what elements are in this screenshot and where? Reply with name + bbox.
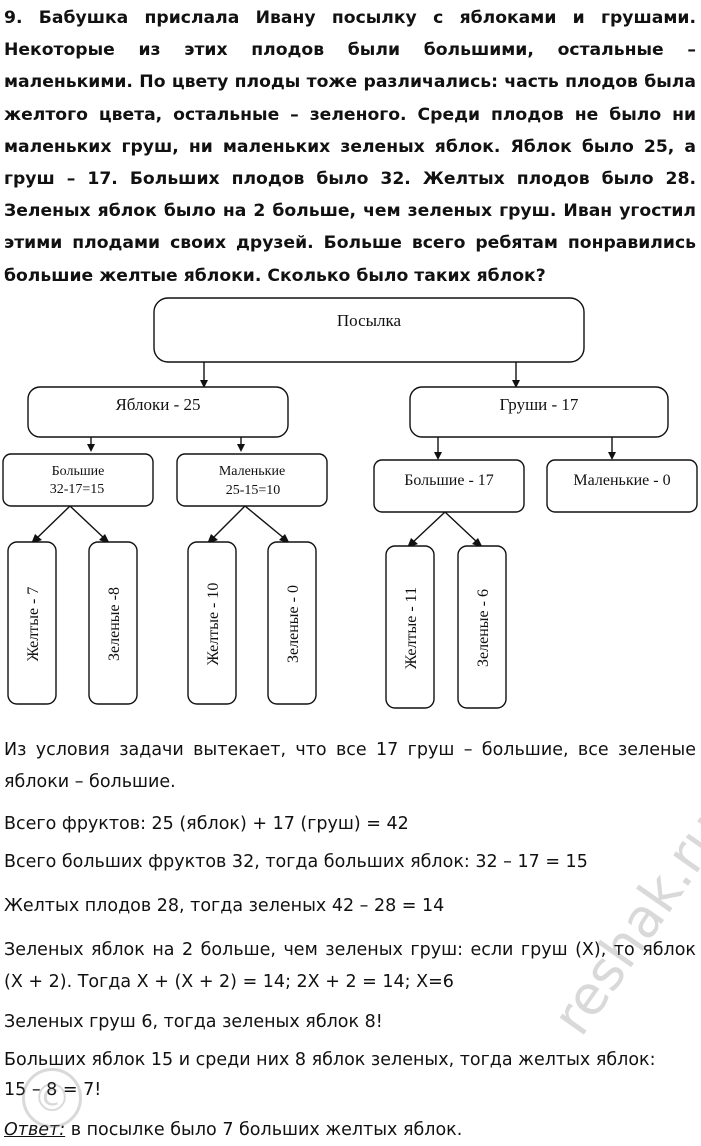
big-apples-calc: 32-17=15: [50, 482, 105, 497]
leaf-big-apples-yellow: [7, 541, 57, 705]
answer: Ответ: в посылке было 7 больших желтых я…: [4, 1114, 696, 1146]
small-pears-label: Маленькие - 0: [573, 472, 670, 489]
big-pears-label: Большие - 17: [404, 472, 494, 489]
small-apples-calc: 25-15=10: [226, 483, 281, 498]
leaf-small-apples-yellow: [187, 541, 237, 705]
solution-paragraph-6: Зеленых груш 6, тогда зеленых яблок 8!: [4, 1012, 383, 1032]
leaf-small-apples-yellow-label: Желтые - 10: [205, 583, 222, 666]
leaf-big-apples-green: [88, 541, 138, 705]
leaf-small-apples-green-label: Зеленые - 0: [285, 585, 302, 663]
big-apples-box: [2, 453, 154, 507]
solution-paragraph-4: Желтых плодов 28, тогда зеленых 42 – 28 …: [4, 896, 445, 916]
problem-number: 9: [4, 8, 16, 28]
small-pears-box: [546, 459, 698, 513]
solution-paragraph-7a: Больших яблок 15 и среди них 8 яблок зел…: [4, 1050, 656, 1070]
apples-box: [27, 386, 289, 438]
leaf-big-pears-green: [457, 545, 507, 709]
leaf-big-pears-yellow-label: Желтые - 11: [403, 587, 420, 669]
leaf-small-apples-green: [267, 541, 317, 705]
solution-paragraph-7b: 15 – 8 = 7!: [4, 1080, 102, 1100]
watermark-copyright-icon: ©: [22, 1068, 82, 1128]
small-apples-label: Маленькие: [219, 464, 285, 479]
tree-diagram: Посылка Яблоки - 25 Груши - 17 Большие 3…: [2, 297, 698, 709]
solution-paragraph-1: Из условия задачи вытекает, что все 17 г…: [4, 740, 696, 792]
solution-paragraph-3: Всего больших фруктов 32, тогда больших …: [4, 852, 588, 872]
pears-label: Груши - 17: [500, 395, 579, 414]
leaf-big-pears-green-label: Зеленые - 6: [475, 589, 492, 667]
solution-paragraph-2: Всего фруктов: 25 (яблок) + 17 (груш) = …: [4, 814, 409, 834]
apples-label: Яблоки - 25: [115, 395, 200, 414]
root-box: [153, 297, 585, 363]
leaf-big-apples-yellow-label: Желтые - 7: [25, 587, 42, 662]
leaf-big-pears-yellow: [385, 545, 435, 709]
big-pears-box: [373, 459, 525, 513]
root-label: Посылка: [337, 311, 402, 330]
small-apples-box: [176, 453, 328, 507]
pears-box: [409, 386, 669, 438]
answer-text: в посылке было 7 больших желтых яблок.: [65, 1120, 463, 1140]
problem-statement: 9. Бабушка прислала Ивану посылку с ябло…: [4, 2, 696, 292]
big-apples-label: Большие: [52, 464, 105, 479]
problem-text: . Бабушка прислала Ивану посылку с яблок…: [4, 8, 696, 286]
solution-paragraph-5: Зеленых яблок на 2 больше, чем зеленых г…: [4, 940, 696, 992]
leaf-big-apples-green-label: Зеленые -8: [106, 587, 123, 661]
